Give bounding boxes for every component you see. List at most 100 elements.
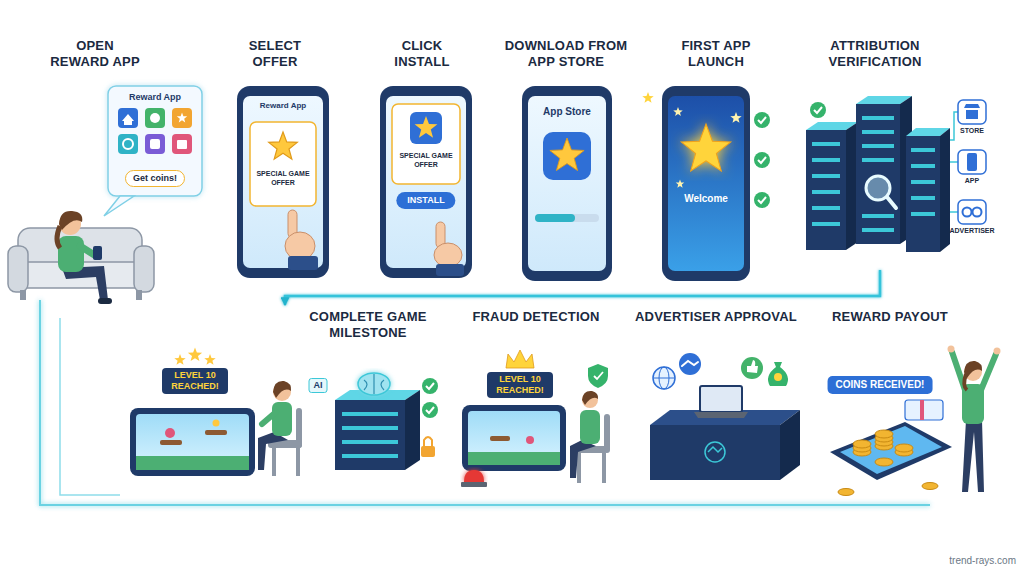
approval-icons	[679, 353, 701, 375]
store-title: App Store	[543, 106, 591, 118]
reward-app-panel	[177, 113, 187, 123]
game-tablet	[130, 408, 255, 476]
connector-group	[196, 200, 880, 440]
flow-connector	[478, 254, 498, 257]
step-panel: SELECT OFFERReward AppSPECIAL GAME OFFER	[222, 34, 335, 285]
phone-install	[392, 104, 460, 184]
pointing-hand	[285, 232, 315, 260]
security-shield	[588, 364, 608, 388]
phone-launch	[681, 124, 730, 171]
ai-server	[342, 412, 398, 416]
cheering-person	[994, 348, 1001, 355]
game-tablet	[490, 436, 510, 441]
reward-app-panel	[177, 140, 187, 149]
player-on-chair	[604, 414, 610, 453]
source-icons	[950, 112, 958, 140]
player-on-chair	[577, 453, 581, 483]
milestone-stars	[174, 354, 185, 365]
source-icons	[950, 161, 958, 163]
player-on-chair	[602, 453, 606, 483]
server-rack	[862, 130, 894, 134]
reward-app-panel	[104, 86, 202, 216]
phone-select-offer	[237, 86, 329, 278]
game-tablet	[462, 405, 566, 471]
sofa	[8, 246, 28, 292]
check-badge	[754, 112, 770, 128]
coin-stacks	[875, 458, 893, 466]
phone-app-store	[522, 86, 612, 281]
flow-connector	[196, 249, 222, 252]
step-panel: REWARD PAYOUTCOINS RECEIVED!	[822, 305, 1014, 535]
player-on-chair	[570, 391, 610, 483]
watermark: trend-rays.com	[949, 555, 1016, 566]
source-icons	[963, 208, 972, 217]
source-icons	[950, 100, 986, 224]
step-heading: FIRST APP LAUNCH	[671, 38, 761, 69]
ai-server	[422, 378, 438, 394]
approval-icons	[774, 373, 782, 381]
approval-desk	[650, 425, 780, 480]
phone-app-store	[543, 132, 591, 180]
phone-launch	[642, 92, 653, 103]
server-rack	[812, 190, 840, 194]
sofa	[20, 290, 26, 300]
person-with-phone	[98, 298, 112, 304]
level-banner: LEVEL 10 REACHED!	[162, 368, 228, 394]
ai-server	[358, 373, 390, 395]
reward-app-panel	[118, 108, 138, 128]
ai-server	[335, 400, 405, 470]
flow-glow-line	[40, 300, 930, 505]
step-heading: REWARD PAYOUT	[825, 309, 955, 325]
game-tablet	[462, 405, 566, 471]
approval-icons	[653, 367, 675, 389]
app-title: Reward App	[260, 101, 306, 111]
server-rack	[862, 214, 894, 218]
ai-server	[405, 390, 420, 470]
ai-server	[342, 454, 398, 458]
server-rack	[862, 144, 894, 148]
step-panel: OPEN REWARD APPReward AppGet coins!	[6, 34, 196, 312]
person-with-phone	[93, 246, 102, 260]
server-rack	[906, 136, 940, 252]
phone-app-store	[550, 138, 584, 171]
game-tablet	[130, 408, 255, 476]
alarm-siren	[461, 482, 487, 487]
coin-stacks	[838, 430, 938, 496]
flow-connector	[808, 439, 822, 442]
alarm-siren	[464, 470, 484, 482]
ai-server	[424, 437, 432, 446]
payout-phone	[830, 422, 952, 480]
reward-app-panel	[123, 139, 133, 149]
ai-server	[364, 374, 384, 394]
source-icons	[973, 208, 982, 217]
game-tablet	[213, 420, 220, 427]
alarm-siren	[461, 470, 487, 487]
game-tablet	[205, 430, 227, 435]
reward-app-panel	[122, 114, 134, 125]
sofa	[8, 228, 154, 300]
source-label: STORE	[960, 127, 984, 135]
security-shield	[588, 364, 608, 388]
approval-desk	[650, 410, 800, 425]
cheering-person	[962, 420, 984, 492]
flow-connector	[780, 199, 796, 202]
welcome-text: Welcome	[684, 193, 728, 205]
approval-desk	[694, 412, 748, 418]
phone-install	[415, 116, 438, 138]
flow-glow-line	[60, 318, 120, 495]
approval-desk	[708, 447, 722, 452]
check-badge	[754, 112, 770, 208]
milestone-stars	[174, 348, 215, 365]
approval-desk	[700, 386, 742, 412]
phone-app-store	[522, 86, 612, 281]
cheering-person	[948, 346, 955, 353]
step-heading: OPEN REWARD APP	[48, 38, 143, 69]
server-rack	[911, 196, 935, 200]
reward-app-panel	[108, 86, 202, 196]
source-icons	[958, 200, 986, 224]
pointing-hand	[436, 264, 464, 276]
player-on-chair	[273, 381, 291, 398]
step-panel: CLICK INSTALLSPECIAL GAME OFFERINSTALL	[362, 34, 478, 285]
